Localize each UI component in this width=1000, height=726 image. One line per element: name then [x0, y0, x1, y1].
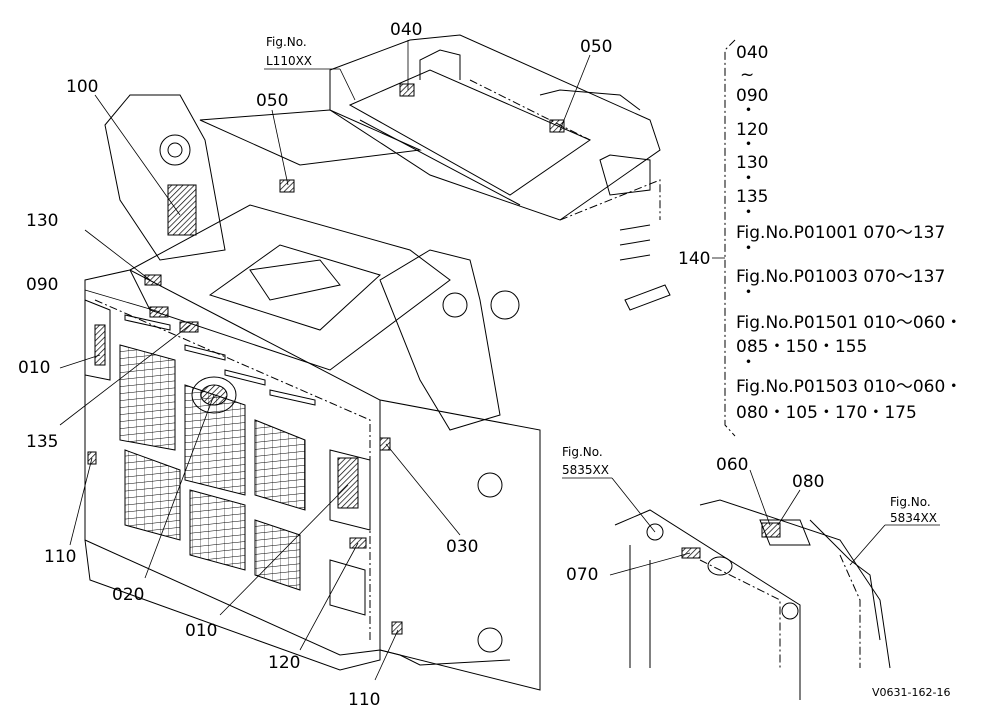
radiator-inset-illustration: [614, 499, 891, 700]
kit-line: 130: [736, 153, 768, 173]
kit-list: 140 040 ~ 090 ・ 120 ・ 130 ・ 135 ・ Fig.No…: [678, 43, 962, 423]
callout-050-left: 050: [256, 91, 288, 111]
fig-ref-top-title: Fig.No.: [266, 35, 307, 49]
callout-090: 090: [26, 275, 58, 295]
kit-line: 135: [736, 187, 768, 207]
fig-ref-inset-left-code: 5835XX: [562, 463, 609, 477]
kit-line: ・: [740, 135, 757, 155]
kit-line: ・: [740, 101, 757, 121]
kit-line: Fig.No.P01001 070～137: [736, 223, 945, 243]
fig-ref-inset-right-title: Fig.No.: [890, 495, 931, 509]
kit-line: Fig.No.P01503 010～060・: [736, 377, 962, 397]
fig-ref-inset-left-title: Fig.No.: [562, 445, 603, 459]
callout-020: 020: [112, 585, 144, 605]
callout-120: 120: [268, 653, 300, 673]
kit-line: ・: [740, 239, 757, 259]
callout-040: 040: [390, 20, 422, 40]
kit-line: ・: [740, 203, 757, 223]
callout-080: 080: [792, 472, 824, 492]
kit-line: 120: [736, 120, 768, 140]
callout-130: 130: [26, 211, 58, 231]
callout-110-left: 110: [44, 547, 76, 567]
kit-line: ・: [740, 283, 757, 303]
fig-ref-inset-right-code: 5834XX: [890, 511, 937, 525]
kit-line: ~: [740, 65, 754, 85]
callout-110-bottom: 110: [348, 690, 380, 710]
machine-illustration: [84, 34, 671, 691]
figure-references: Fig.No. L110XX Fig.No. 5835XX Fig.No. 58…: [266, 35, 937, 525]
callout-070: 070: [566, 565, 598, 585]
kit-line: Fig.No.P01003 070～137: [736, 267, 945, 287]
leader-lines: [59, 39, 940, 681]
callout-100: 100: [66, 77, 98, 97]
callout-060: 060: [716, 455, 748, 475]
kit-line: 085・150・155: [736, 337, 867, 357]
kit-line: ・: [740, 169, 757, 189]
kit-line: 090: [736, 86, 768, 106]
kit-line: 080・105・170・175: [736, 403, 917, 423]
kit-line: 040: [736, 43, 768, 63]
callout-135: 135: [26, 432, 58, 452]
callout-labels: 040 050 050 100 130 090 010 135 110 020 …: [18, 20, 824, 710]
kit-line: ・: [740, 353, 757, 373]
fig-ref-top-code: L110XX: [266, 54, 312, 68]
callout-010-left: 010: [18, 358, 50, 378]
kit-line: Fig.No.P01501 010～060・: [736, 313, 962, 333]
callout-010-bottom: 010: [185, 621, 217, 641]
drawing-code: V0631-162-16: [872, 686, 950, 699]
kit-label-140: 140: [678, 249, 710, 269]
callout-030: 030: [446, 537, 478, 557]
callout-050-right: 050: [580, 37, 612, 57]
